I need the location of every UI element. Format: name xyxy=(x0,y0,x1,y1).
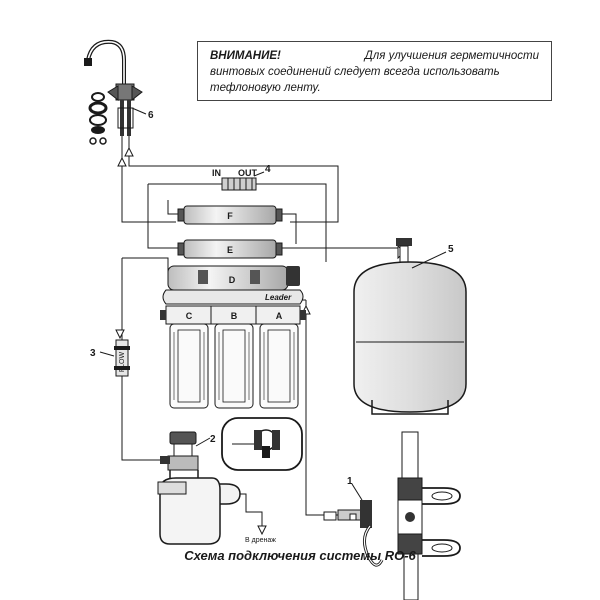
cartridge-e xyxy=(177,239,283,259)
drain-clamp-number: 2 xyxy=(210,434,216,445)
flow-restrictor-number: 3 xyxy=(90,348,96,359)
feed-water-valve xyxy=(323,500,384,567)
tank-number: 5 xyxy=(448,244,454,255)
feed-valve-number: 1 xyxy=(347,476,353,487)
brand-logo: Leader xyxy=(265,293,292,302)
diagram-caption: Схема подключения системы RO-6 xyxy=(184,548,416,563)
cartridge-f xyxy=(177,205,283,225)
drain-siphon xyxy=(157,431,241,545)
notice-line1: ВНИМАНИЕ! Для улучшения герметичности xyxy=(210,48,539,64)
flow-restrictor-text: FLOW xyxy=(119,352,126,373)
faucet-number: 6 xyxy=(148,110,154,121)
filter-housing-c xyxy=(169,323,209,409)
storage-tank xyxy=(353,238,467,415)
notice-line2: винтовых соединений следует всегда испол… xyxy=(210,66,500,78)
notice-line1-text: Для улучшения герметичности xyxy=(364,50,539,62)
filter-a-label: A xyxy=(276,311,283,321)
notice-box: ВНИМАНИЕ! Для улучшения герметичности ви… xyxy=(197,41,552,101)
inline-postfilter xyxy=(221,177,257,191)
filter-c-label: C xyxy=(186,311,193,321)
flow-restrictor xyxy=(114,339,130,377)
filter-housing-b xyxy=(214,323,254,409)
mounting-bracket xyxy=(162,289,304,305)
filter-housing-a xyxy=(259,323,299,409)
faucet-washers xyxy=(88,92,108,145)
cartridge-e-label: E xyxy=(227,245,233,255)
notice-title: ВНИМАНИЕ! xyxy=(210,50,281,62)
faucet xyxy=(84,39,143,170)
filter-b-label: B xyxy=(231,311,238,321)
drain-clamp-detail xyxy=(221,417,303,471)
membrane-d-label: D xyxy=(229,275,236,285)
postfilter-in-label: IN xyxy=(212,168,221,178)
notice-line3: тефлоновую ленту. xyxy=(210,82,321,94)
postfilter-out-label: OUT xyxy=(238,168,258,178)
cartridge-f-label: F xyxy=(227,211,233,221)
postfilter-number: 4 xyxy=(265,164,271,175)
cold-water-pipe xyxy=(397,431,461,600)
drain-label: В дренаж xyxy=(245,537,276,544)
